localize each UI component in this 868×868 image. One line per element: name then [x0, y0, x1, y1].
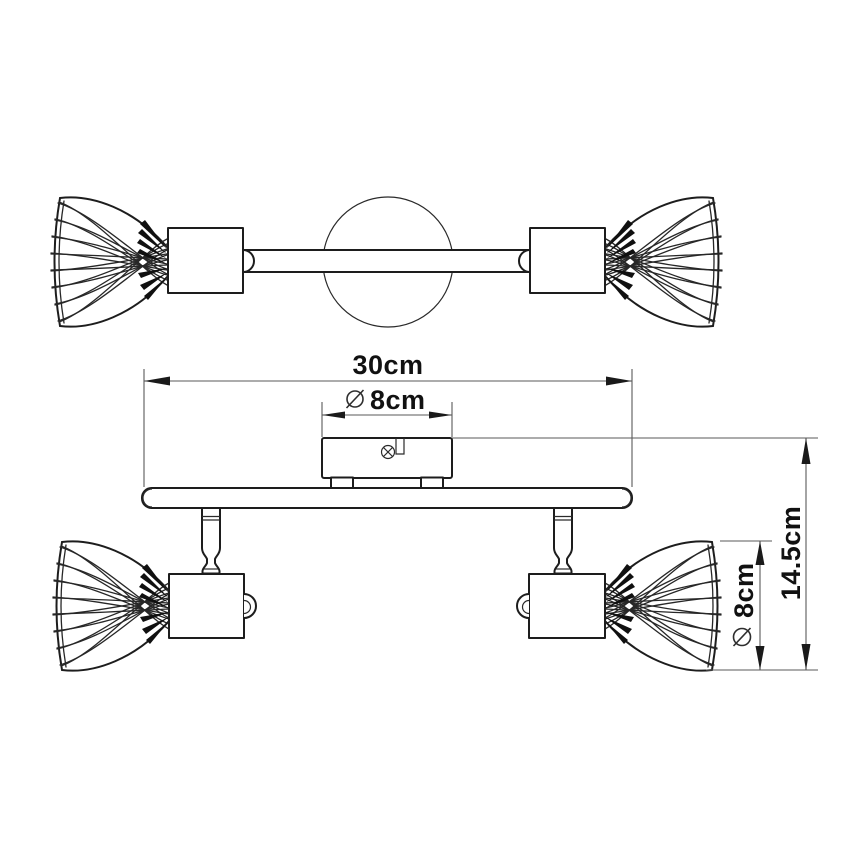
- plan-left-socket: [167, 227, 244, 294]
- dimension-overall-length: 30cm: [143, 350, 633, 487]
- canopy-foot-right: [420, 476, 444, 489]
- height-dimension-label: 14.5cm: [776, 506, 806, 601]
- left-swivel-stem: [201, 507, 221, 575]
- bar-right-cap: [621, 488, 632, 508]
- dimension-shade-diameter: 8cm: [720, 540, 772, 670]
- mounting-bar: [141, 487, 633, 509]
- front-right-socket: [528, 573, 606, 639]
- canopy-foot-left: [330, 476, 354, 489]
- plan-view: [50, 196, 723, 328]
- screw-icon: [380, 444, 396, 460]
- front-left-shade-mesh: [52, 540, 170, 672]
- plan-right-socket: [529, 227, 606, 294]
- bar-left-cap: [142, 488, 153, 508]
- plan-right-shade-mesh: [605, 196, 723, 328]
- plan-right-joint-collar: [518, 249, 531, 273]
- canopy-keyhole-notch: [395, 438, 405, 455]
- plan-bar: [242, 249, 531, 273]
- left-socket-knob-inner: [243, 599, 252, 615]
- right-socket-knob-inner: [521, 599, 530, 615]
- diameter-symbol-icon: [732, 627, 752, 647]
- right-swivel-stem: [553, 507, 573, 575]
- shade-diameter-label: 8cm: [729, 562, 759, 618]
- front-left-socket: [168, 573, 245, 639]
- diameter-symbol-icon: [345, 389, 365, 409]
- plan-left-shade-mesh: [50, 196, 168, 328]
- dimension-overall-height: 14.5cm: [452, 437, 818, 671]
- plan-left-joint-collar: [242, 249, 255, 273]
- canopy-diameter-label: 8cm: [370, 385, 426, 415]
- length-dimension-label: 30cm: [352, 350, 423, 380]
- front-view: [52, 437, 722, 672]
- dimension-canopy-diameter: 8cm: [321, 385, 453, 437]
- front-right-shade-mesh: [604, 540, 722, 672]
